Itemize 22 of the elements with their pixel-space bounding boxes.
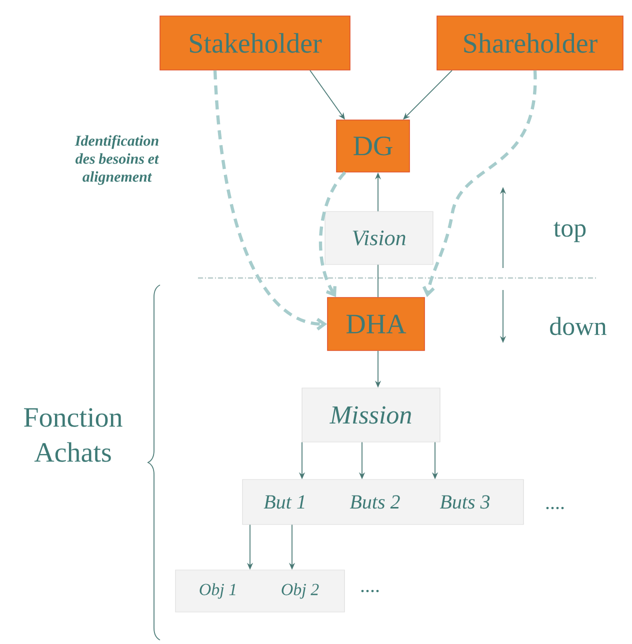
process-box: Mission [302,388,440,442]
process-box: Vision [324,211,434,265]
goal-text: Obj 1 [200,583,236,599]
goal-text: Buts 2 [350,495,400,509]
dashed-arrow [422,70,537,298]
section-label: Fonction Achats [24,408,122,462]
process-box: Shareholder [436,16,624,70]
dashed-arrow [213,70,328,330]
side-note: Identification des besoins et alignement [74,135,160,185]
process-box: DHA [327,297,425,351]
dashed-arrow [318,171,346,298]
goal-text: Buts 3 [440,495,490,509]
ellipsis: .... [546,506,564,510]
goal-text: Obj 2 [282,583,319,599]
goal-text: But 1 [264,495,304,509]
down-label: down [550,316,606,336]
top-label: top [554,222,586,242]
ellipsis: .... [361,590,379,592]
process-box: Stakeholder [160,16,350,70]
group-box [242,479,524,525]
process-box: DG [336,120,410,172]
group-box [175,570,345,612]
